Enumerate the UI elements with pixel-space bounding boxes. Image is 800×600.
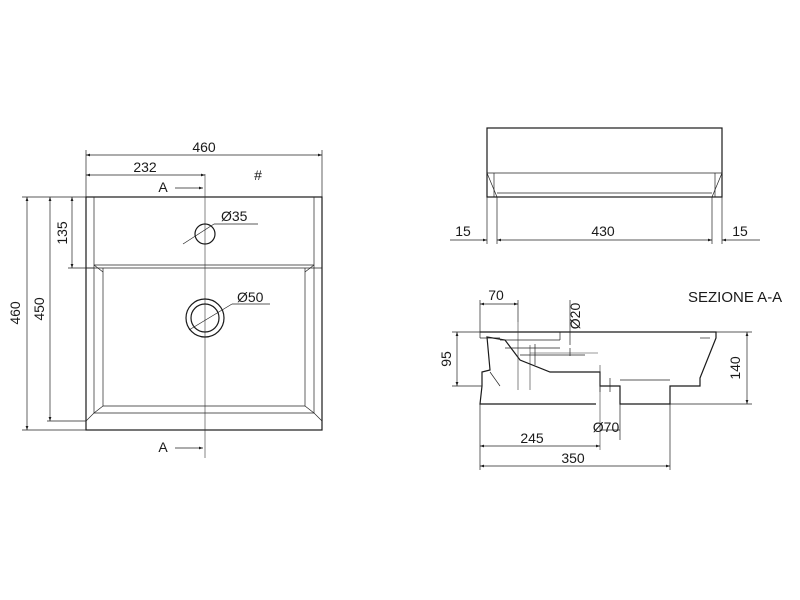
drain-hole-inner [190,303,220,333]
hash-marker: # [254,167,262,183]
section-profile [479,331,717,405]
bowl-interior [102,268,306,407]
basin-rim-inner [85,197,95,422]
dim-350: 350 [561,450,585,466]
dim-width-460: 460 [192,139,216,155]
drain-hole-outer [185,298,225,338]
front-outline [486,127,723,198]
front-view: 15 430 15 [450,127,760,244]
dim-height-450: 450 [31,297,47,321]
dim-height-460: 460 [7,301,23,325]
dim-d70: Ø70 [593,419,620,435]
label-drain-hole-d50: Ø50 [237,289,264,305]
dim-245: 245 [520,430,544,446]
section-marker-bottom: A [158,439,168,455]
top-view: 460 232 # A A 460 450 135 Ø35 Ø50 [7,139,323,458]
tap-hole [194,223,216,245]
dim-left-15: 15 [455,223,471,239]
dim-140: 140 [727,356,743,380]
dim-drain-offset-232: 232 [133,159,157,175]
dim-inner-430: 430 [591,223,615,239]
section-title: SEZIONE A-A [688,289,782,306]
basin-outline-outer [85,196,323,431]
dim-70: 70 [488,287,504,303]
section-view: SEZIONE A-A 70 Ø20 95 [438,287,782,470]
dim-tap-offset-135: 135 [54,221,70,245]
dim-95: 95 [438,351,454,367]
dim-d20: Ø20 [567,303,583,330]
section-marker-top: A [158,179,168,195]
label-tap-hole-d35: Ø35 [221,208,248,224]
dim-right-15: 15 [732,223,748,239]
